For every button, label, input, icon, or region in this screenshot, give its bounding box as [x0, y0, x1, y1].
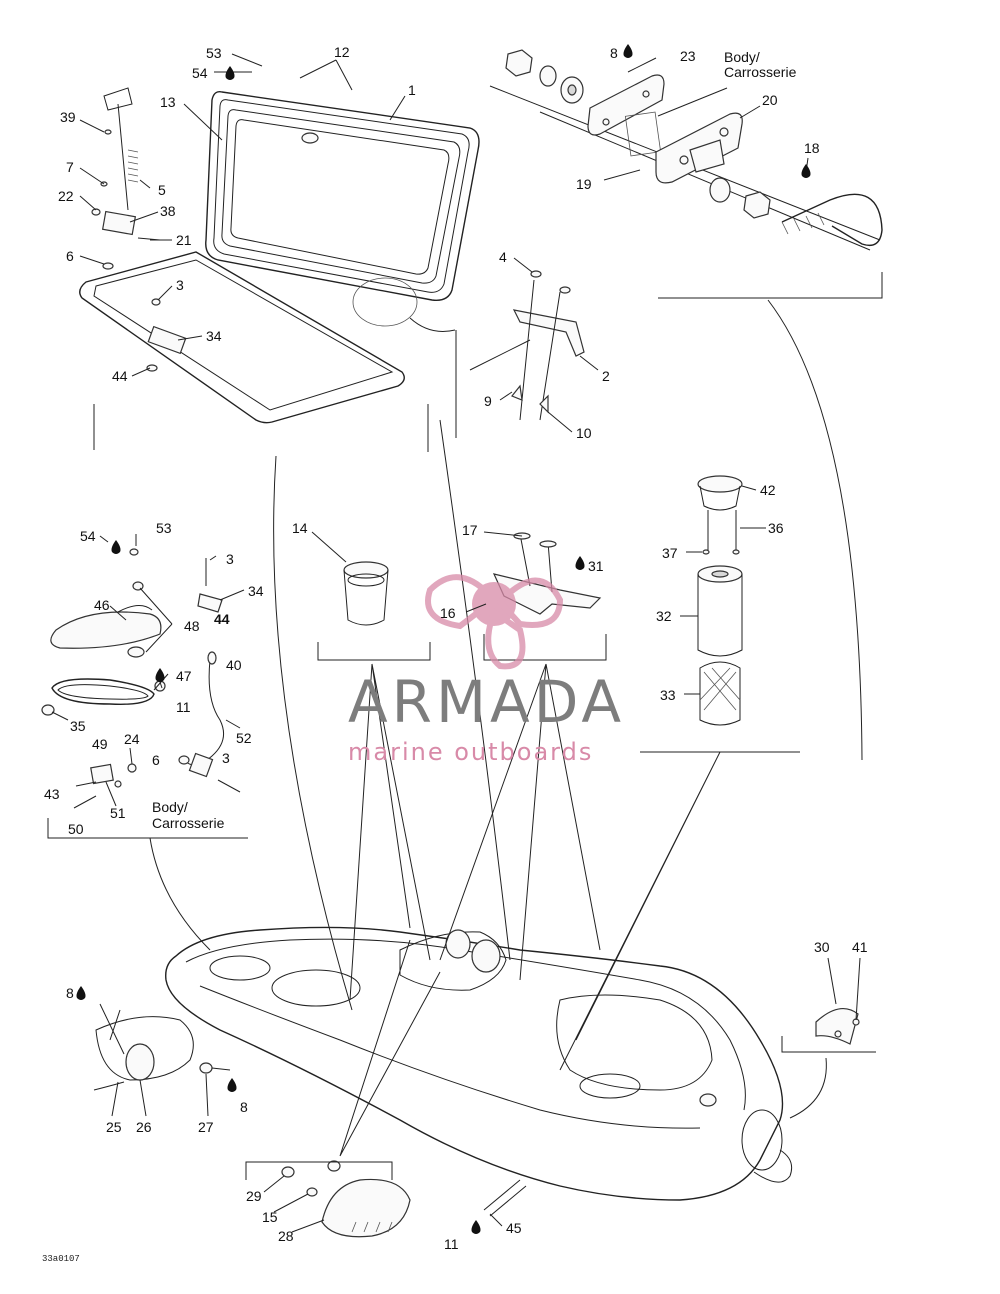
drop-icons [76, 44, 811, 1234]
drop-icon [76, 986, 86, 1000]
callout-22: 22 [58, 188, 74, 204]
callout-47: 47 [176, 668, 192, 684]
callout-34-mid: 34 [248, 583, 264, 599]
callout-54-mid: 54 [80, 528, 96, 544]
callout-14: 14 [292, 520, 308, 536]
callout-13: 13 [160, 94, 176, 110]
callout-18: 18 [804, 140, 820, 156]
callout-numbers: 53 54 12 1 13 39 7 5 22 38 21 6 3 34 44 … [42, 44, 868, 1264]
callout-34: 34 [206, 328, 222, 344]
callout-6: 6 [66, 248, 74, 264]
callout-51: 51 [110, 805, 126, 821]
callout-15: 15 [262, 1209, 278, 1225]
callout-20: 20 [762, 92, 778, 108]
callout-45: 45 [506, 1220, 522, 1236]
callout-21: 21 [176, 232, 192, 248]
callout-6-mid: 6 [152, 752, 160, 768]
drop-icon [225, 66, 235, 80]
callout-46: 46 [94, 597, 110, 613]
drop-icon [111, 540, 121, 554]
drop-icon [155, 668, 165, 682]
callout-36: 36 [768, 520, 784, 536]
callout-44: 44 [112, 368, 128, 384]
callout-48: 48 [184, 618, 200, 634]
drop-icon [801, 164, 811, 178]
callout-38: 38 [160, 203, 176, 219]
callout-50: 50 [68, 821, 84, 837]
callout-10: 10 [576, 425, 592, 441]
callout-8-left: 8 [66, 985, 74, 1001]
callout-49: 49 [92, 736, 108, 752]
callout-leaders [51, 53, 861, 1233]
callout-30: 30 [814, 939, 830, 955]
watermark-tagline: marine outboards [348, 738, 593, 766]
callout-53-mid: 53 [156, 520, 172, 536]
callout-9: 9 [484, 393, 492, 409]
callout-7: 7 [66, 159, 74, 175]
callout-11-mid: 11 [176, 699, 191, 715]
callout-42: 42 [760, 482, 776, 498]
callout-40: 40 [226, 657, 242, 673]
drop-icon [623, 44, 633, 58]
callout-8-lower: 8 [240, 1099, 248, 1115]
callout-53: 53 [206, 45, 222, 61]
callout-11-bottom: 11 [444, 1236, 459, 1252]
watermark: ARMADA marine outboards [348, 574, 625, 766]
callout-35: 35 [70, 718, 86, 734]
callout-27: 27 [198, 1119, 214, 1135]
callout-31: 31 [588, 558, 604, 574]
callout-24: 24 [124, 731, 140, 747]
callout-23: 23 [680, 48, 696, 64]
drop-icon [227, 1078, 237, 1092]
seat-strap-parts [41, 548, 248, 839]
callout-5: 5 [158, 182, 166, 198]
callout-43: 43 [44, 786, 60, 802]
hull-body [93, 419, 876, 1238]
callout-29: 29 [246, 1188, 262, 1204]
callout-2: 2 [602, 368, 610, 384]
body-label-mid-line1: Body/ [152, 799, 188, 815]
body-label-mid-line2: Carrosserie [152, 815, 225, 831]
body-label-top-line1: Body/ [724, 49, 760, 65]
callout-26: 26 [136, 1119, 152, 1135]
callout-3-lower: 3 [222, 750, 230, 766]
storage-cover-assembly [79, 87, 585, 452]
callout-32: 32 [656, 608, 672, 624]
callout-25: 25 [106, 1119, 122, 1135]
callout-41: 41 [852, 939, 868, 955]
propeller-logo-icon [425, 574, 564, 670]
callout-37: 37 [662, 545, 678, 561]
drop-icon [575, 556, 585, 570]
body-label-top-line2: Carrosserie [724, 64, 797, 80]
callout-17: 17 [462, 522, 478, 538]
watermark-brand: ARMADA [348, 668, 625, 736]
callout-54: 54 [192, 65, 208, 81]
callout-19: 19 [576, 176, 592, 192]
callout-33: 33 [660, 687, 676, 703]
callout-1: 1 [408, 82, 416, 98]
callout-52: 52 [236, 730, 252, 746]
callout-39: 39 [60, 109, 76, 125]
callout-8-top: 8 [610, 45, 618, 61]
drop-icon [471, 1220, 481, 1234]
callout-44-mid: 44 [214, 611, 230, 627]
callout-12: 12 [334, 44, 350, 60]
callout-3: 3 [176, 277, 184, 293]
callout-28: 28 [278, 1228, 294, 1244]
callout-16: 16 [440, 605, 456, 621]
drawing-code: 33a0107 [42, 1254, 80, 1264]
callout-3-mid: 3 [226, 551, 234, 567]
callout-4: 4 [499, 249, 507, 265]
tow-eye-assembly [489, 49, 883, 761]
